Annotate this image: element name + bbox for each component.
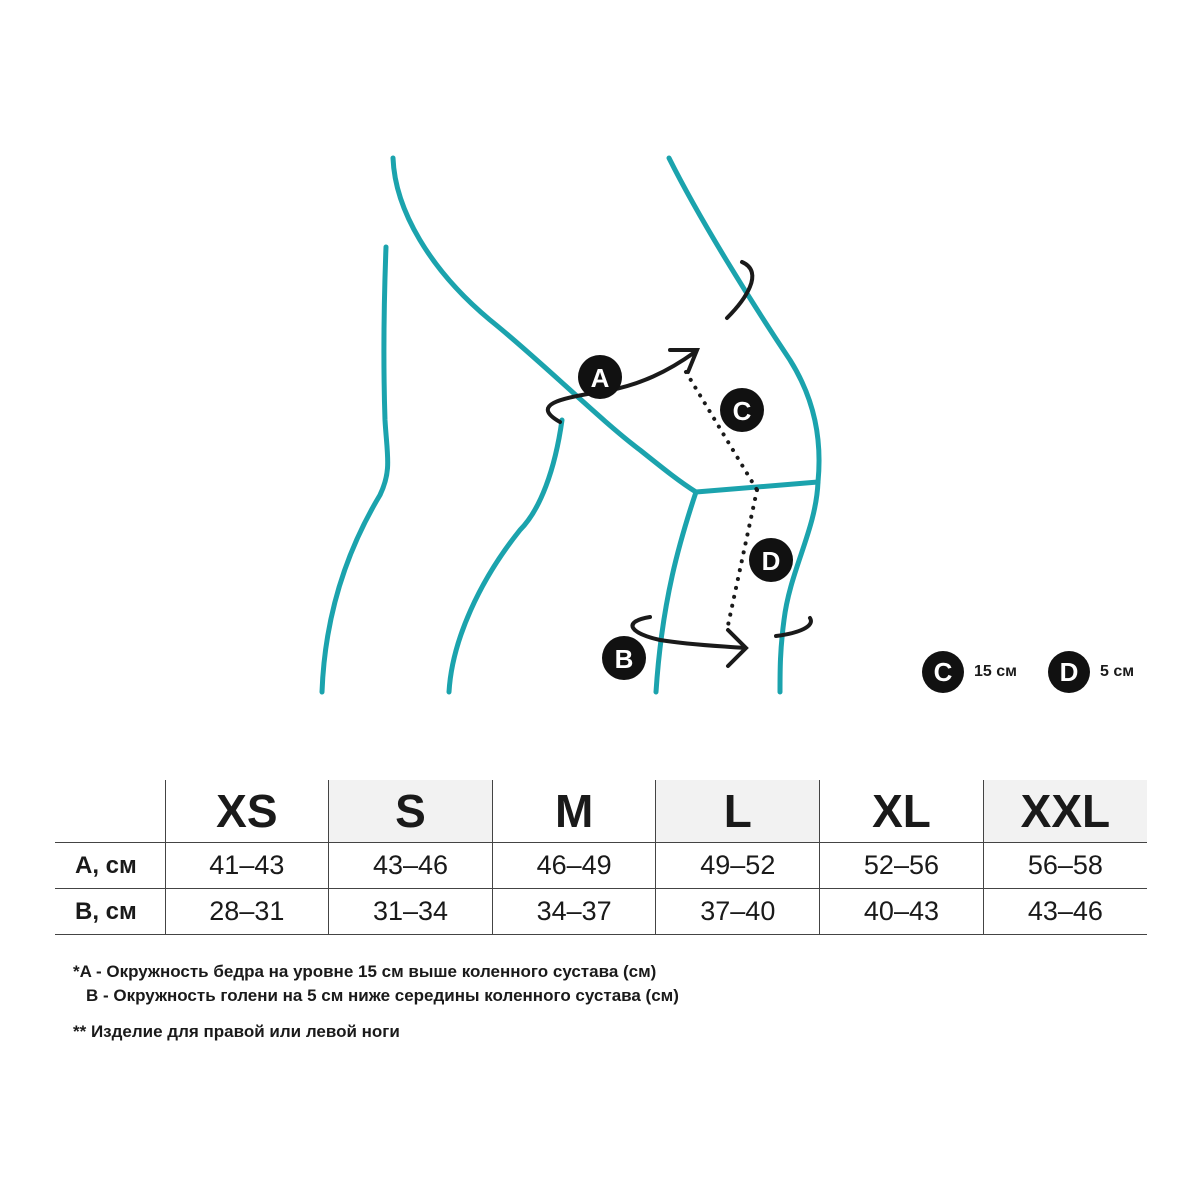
size-header-l: L bbox=[655, 780, 820, 843]
cell-a-l: 49–52 bbox=[655, 842, 820, 889]
footnote-b: B - Окружность голени на 5 см ниже серед… bbox=[86, 986, 679, 1005]
legend-badge-d: D bbox=[1048, 651, 1090, 693]
label-d-text: D bbox=[762, 546, 781, 576]
cell-a-m: 46–49 bbox=[491, 842, 656, 889]
cell-b-m: 34–37 bbox=[491, 888, 656, 935]
right-thigh-back-outline bbox=[390, 155, 699, 495]
footnote-product: ** Изделие для правой или левой ноги bbox=[73, 1022, 400, 1041]
table-row: A, см 41–43 43–46 46–49 49–52 52–56 56–5… bbox=[55, 842, 1147, 889]
label-c-text: C bbox=[733, 396, 752, 426]
calf-tape-arc-b bbox=[630, 615, 746, 650]
cell-a-xl: 52–56 bbox=[819, 842, 984, 889]
cell-b-s: 31–34 bbox=[328, 888, 493, 935]
left-leg-back-outline bbox=[319, 244, 391, 695]
table-row: B, см 28–31 31–34 34–37 37–40 40–43 43–4… bbox=[55, 888, 1147, 935]
cell-b-l: 37–40 bbox=[655, 888, 820, 935]
label-a-text: A bbox=[591, 363, 610, 393]
thigh-tape-arrowhead bbox=[668, 348, 700, 374]
size-header-xxl: XXL bbox=[982, 780, 1147, 843]
shin-front-outline bbox=[777, 479, 821, 695]
table-corner bbox=[55, 780, 165, 843]
row-label-a: A, см bbox=[55, 842, 165, 889]
label-b-text: B bbox=[615, 644, 634, 674]
row-label-b: B, см bbox=[55, 888, 165, 935]
size-header-xs: XS bbox=[164, 780, 329, 843]
size-header-row: XS S M L XL XXL bbox=[55, 780, 1147, 843]
distance-line-d bbox=[725, 488, 759, 632]
cell-a-s: 43–46 bbox=[328, 842, 493, 889]
cell-b-xxl: 43–46 bbox=[982, 888, 1147, 935]
cell-a-xs: 41–43 bbox=[164, 842, 329, 889]
label-b-badge: B bbox=[602, 636, 646, 680]
size-table: XS S M L XL XXL A, см 41–43 43–46 46–49 … bbox=[55, 780, 1147, 935]
size-header-m: M bbox=[491, 780, 656, 843]
cell-b-xl: 40–43 bbox=[819, 888, 984, 935]
label-d-badge: D bbox=[749, 538, 793, 582]
size-header-xl: XL bbox=[819, 780, 984, 843]
label-c-badge: C bbox=[720, 388, 764, 432]
thigh-tape-front bbox=[725, 260, 755, 320]
calf-tape-front bbox=[774, 616, 813, 638]
shin-back-outline bbox=[653, 489, 699, 695]
legend-text-d: 5 см bbox=[1100, 663, 1135, 680]
calf-tape-arrowhead bbox=[726, 628, 749, 668]
label-a-badge: A bbox=[578, 355, 622, 399]
left-leg-front-outline bbox=[446, 417, 565, 695]
size-header-s: S bbox=[328, 780, 493, 843]
legend-badge-c: C bbox=[922, 651, 964, 693]
legend-text-c: 15 см bbox=[974, 663, 1017, 680]
right-thigh-front-outline bbox=[666, 155, 822, 485]
knee-line bbox=[693, 479, 821, 495]
cell-b-xs: 28–31 bbox=[164, 888, 329, 935]
legend-item-d: D 5 см bbox=[1048, 650, 1134, 694]
footnote-a: *A - Окружность бедра на уровне 15 см вы… bbox=[73, 962, 657, 981]
leg-measurement-diagram: A C D B bbox=[319, 155, 822, 695]
cell-a-xxl: 56–58 bbox=[982, 842, 1147, 889]
legend-item-c: C 15 см bbox=[922, 650, 1017, 694]
